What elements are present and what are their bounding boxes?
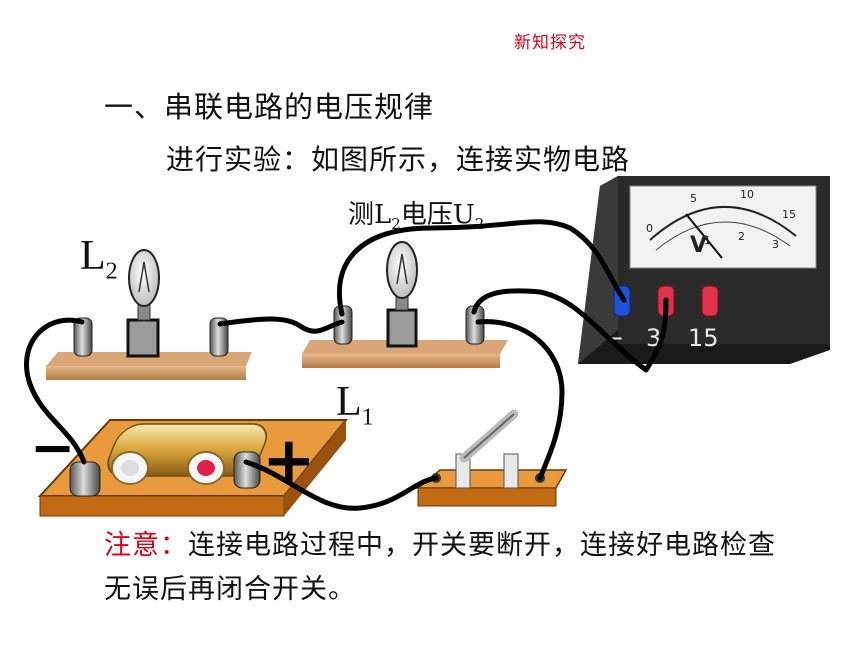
terminal-15-label: 15 — [688, 324, 719, 352]
note-text: 连接电路过程中，开关要断开，连接好电路检查无误后再闭合开关。 — [104, 530, 776, 605]
wires — [23, 219, 669, 511]
note-label: 注意： — [104, 530, 188, 561]
scale-label: 2 — [738, 230, 745, 243]
measure-subscript-u: 2 — [474, 215, 485, 234]
lamp-l2-sub: 2 — [105, 258, 118, 285]
lamp-l1-sub: 1 — [361, 404, 374, 431]
switch — [415, 409, 568, 507]
section-title: 一、串联电路的电压规律 — [104, 90, 435, 124]
voltmeter: V 0 5 10 15 1 2 3 − 3 15 — [578, 176, 830, 364]
lamp-l1-letter: L — [336, 379, 362, 425]
voltmeter-scale: 0 5 10 15 1 2 3 — [646, 188, 796, 251]
measure-label: 测L2电压U2 — [348, 194, 484, 233]
section-tag: 新知探究 — [514, 33, 586, 53]
scale-label: 5 — [690, 192, 697, 205]
voltmeter-symbol: V — [690, 233, 707, 258]
lamp-l2-label: L2 — [80, 232, 118, 285]
caution-note: 注意：连接电路过程中，开关要断开，连接好电路检查无误后再闭合开关。 — [104, 524, 784, 612]
measure-subscript-l: 2 — [391, 215, 401, 234]
scale-label: 15 — [782, 208, 796, 221]
battery-negative-sign: − — [30, 416, 75, 479]
measure-middle: 电压U — [400, 200, 475, 230]
scale-label: 1 — [704, 234, 711, 247]
scale-label: 3 — [772, 238, 779, 251]
lamp-l2-letter: L — [80, 233, 106, 279]
battery-positive-sign: + — [262, 424, 316, 498]
lamp-l1-label: L1 — [336, 378, 374, 431]
measure-prefix: 测L — [348, 200, 392, 230]
scale-label: 10 — [740, 188, 754, 201]
lamp-l2-board — [46, 249, 252, 380]
battery-holder — [37, 419, 349, 517]
experiment-instruction: 进行实验：如图所示，连接实物电路 — [166, 143, 631, 176]
scale-label: 0 — [646, 222, 653, 235]
lamp-l1-board — [302, 241, 508, 368]
